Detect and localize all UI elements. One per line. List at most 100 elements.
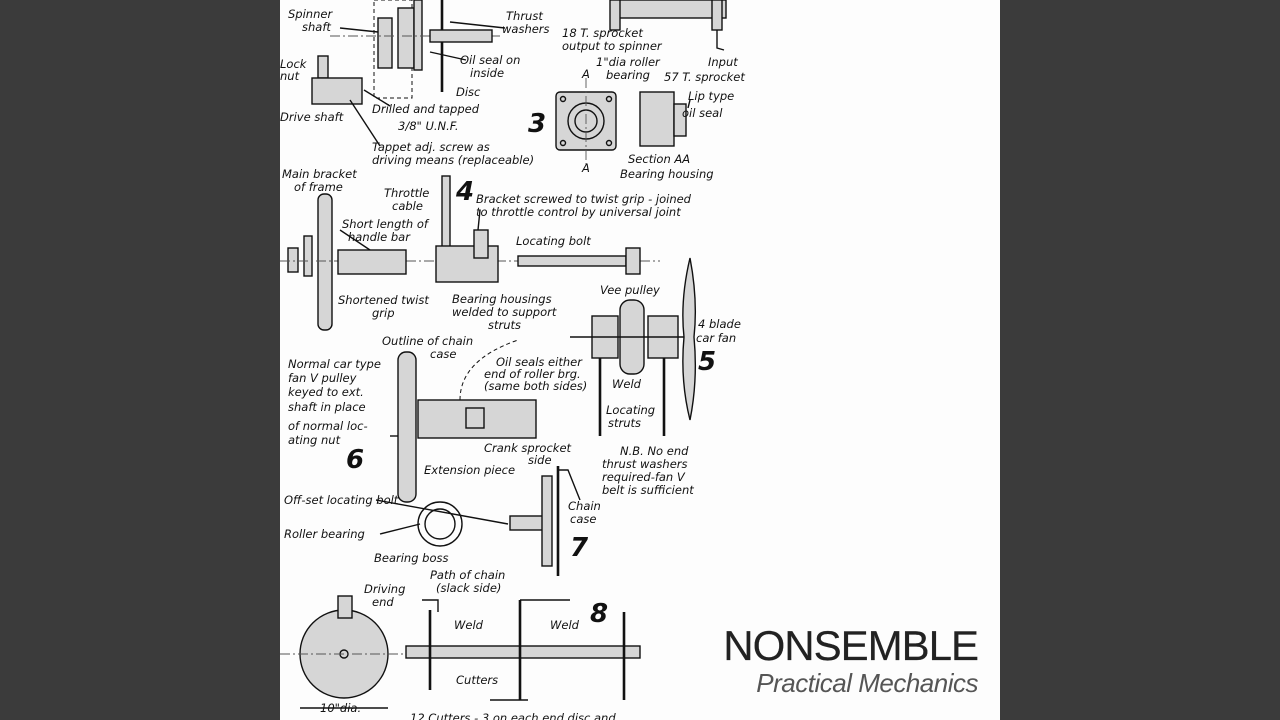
label: Bracket screwed to twist grip - joined — [476, 192, 692, 206]
label: thrust washers — [602, 457, 688, 471]
album-cover: Spinner shaft Thrust washers 18 T. sproc… — [280, 0, 1000, 720]
lock-nut-stud — [317, 55, 329, 79]
label: Disc — [456, 85, 481, 99]
leader-line — [429, 51, 467, 61]
locating-bolt-shaft — [517, 255, 627, 267]
label: Path of chain — [430, 568, 505, 582]
label: 57 T. sprocket — [664, 70, 745, 84]
label: oil seal — [682, 106, 723, 120]
nut — [287, 247, 299, 273]
label: (same both sides) — [484, 379, 587, 393]
leader-line — [339, 229, 371, 251]
leader-line — [477, 209, 481, 231]
figure-number: 5 — [698, 347, 716, 377]
label: Section AA — [628, 152, 690, 166]
leader-line — [363, 89, 391, 107]
label: grip — [372, 306, 395, 320]
label: struts — [488, 318, 521, 332]
input-shaft — [716, 30, 725, 51]
label: Short length of — [342, 217, 430, 231]
label: case — [430, 347, 456, 361]
label: Weld — [612, 377, 642, 391]
label: side — [528, 453, 552, 467]
label: to throttle control by universal joint — [476, 205, 681, 219]
sprocket-plate — [541, 475, 553, 567]
artist-name: NONSEMBLE — [723, 622, 979, 669]
label: 1"dia roller — [596, 55, 661, 69]
label: washers — [502, 22, 550, 36]
label: required-fan V — [602, 470, 686, 484]
leader-line — [687, 99, 691, 109]
label: Shortened twist — [338, 293, 429, 307]
label: Input — [708, 55, 738, 69]
leader-line — [375, 499, 509, 525]
sprocket-flange-right — [711, 0, 723, 31]
label: 12 Cutters - 3 on each end disc and — [410, 711, 616, 720]
label: Tappet adj. screw as — [372, 140, 490, 154]
figure-8-cutters — [280, 595, 641, 709]
label: Chain — [568, 499, 601, 513]
leader-line — [339, 27, 379, 33]
label: Roller bearing — [284, 527, 365, 541]
fan-v-pulley — [397, 351, 417, 503]
label: belt is sufficient — [602, 483, 694, 497]
section-aa-housing — [639, 91, 675, 147]
extension-piece — [417, 399, 537, 439]
main-bracket-tube — [317, 193, 333, 331]
label: bearing — [606, 68, 650, 82]
locating-bolt-head — [625, 247, 641, 275]
sprocket-flange-left — [609, 0, 621, 31]
label: Normal car type — [288, 357, 381, 371]
label: Bearing housing — [620, 167, 714, 181]
label: 3/8" U.N.F. — [398, 119, 459, 133]
label: N.B. No end — [620, 444, 689, 458]
spinner-shaft — [429, 29, 493, 43]
label: Locating — [606, 403, 655, 417]
bolt-hole — [605, 95, 613, 103]
label: cable — [392, 199, 423, 213]
bearing-housing-block — [435, 245, 499, 283]
label: end — [372, 595, 394, 609]
roller-bearing-section — [465, 407, 485, 429]
label: Extension piece — [424, 463, 515, 477]
label: Crank sprocket — [484, 441, 572, 455]
figure-number: 6 — [346, 445, 364, 475]
bracket-lug — [473, 229, 489, 259]
leader-line — [379, 523, 421, 535]
label: Off-set locating bolt — [284, 493, 399, 507]
figure-number: 7 — [570, 533, 589, 563]
cutter-shaft — [405, 645, 641, 659]
label: Lock — [280, 57, 308, 71]
leader-line — [449, 21, 506, 29]
throttle-cable-rod — [441, 175, 451, 257]
label: Throttle — [384, 186, 429, 200]
label: Oil seals either — [496, 355, 583, 369]
label: Cutters — [456, 673, 498, 687]
label: fan V pulley — [288, 371, 357, 385]
label: Bearing boss — [374, 551, 449, 565]
fan-blade — [682, 257, 697, 421]
label: driving means (replaceable) — [372, 153, 534, 167]
figure-3-bearing-housing — [555, 78, 691, 168]
label: 18 T. sprocket — [562, 26, 643, 40]
label: keyed to ext. — [288, 385, 364, 399]
bolt-hole — [605, 139, 613, 147]
label: Thrust — [506, 9, 543, 23]
label: Oil seal on — [460, 53, 520, 67]
drive-shaft-block — [311, 77, 363, 105]
label: Weld — [550, 618, 580, 632]
figure-4-throttle-grip — [280, 175, 660, 331]
label: (slack side) — [436, 581, 501, 595]
washer — [303, 235, 313, 277]
label: Drilled and tapped — [372, 102, 480, 116]
chain-case-outline — [459, 339, 519, 401]
figure-spinner-assembly — [311, 0, 727, 147]
driving-end-stub — [337, 595, 353, 619]
figure-5-car-fan — [570, 257, 697, 436]
label: car fan — [696, 331, 736, 345]
bolt-hole — [559, 139, 567, 147]
disc-part — [413, 0, 423, 71]
chain-case-leader — [558, 469, 581, 501]
label: of normal loc- — [288, 419, 368, 433]
label: A — [581, 161, 590, 175]
